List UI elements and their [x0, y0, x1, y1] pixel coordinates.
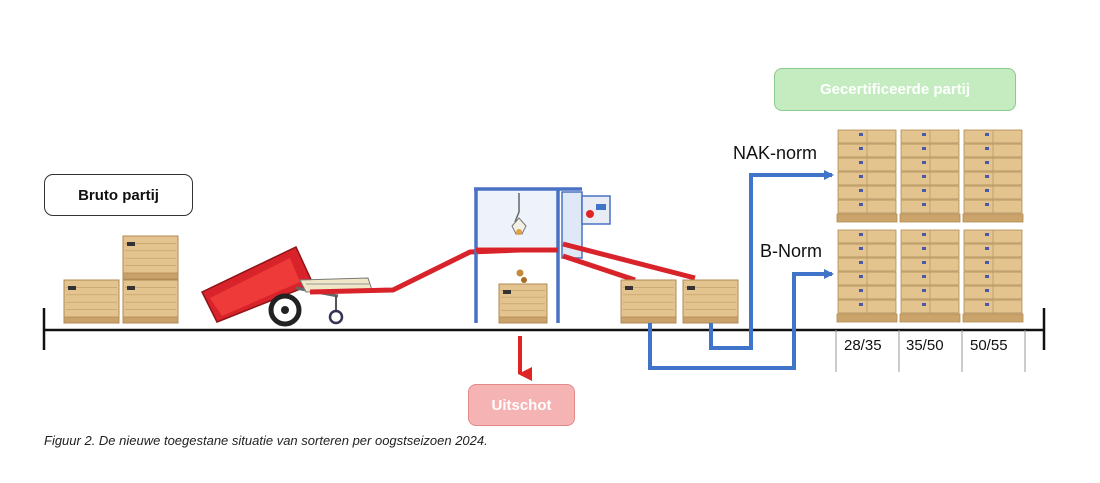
bnorm-pallet	[962, 229, 1024, 323]
trailer-icon	[200, 245, 344, 327]
b-norm-label: B-Norm	[760, 241, 822, 261]
reject-crate	[498, 283, 548, 324]
sorting-machine	[474, 187, 611, 323]
output-crates	[498, 279, 739, 324]
bnorm-pallet	[899, 229, 961, 323]
nak-norm-label: NAK-norm	[733, 143, 818, 163]
size-label-2: 35/50	[906, 337, 944, 354]
size-label-1: 28/35	[844, 337, 882, 354]
nak-pallet	[962, 129, 1024, 223]
certified-batch-label: Gecertificeerde partij	[774, 68, 1016, 111]
certified-pallets	[836, 129, 1024, 323]
bruto-crate	[122, 279, 179, 324]
reject-label: Uitschot	[468, 384, 575, 426]
size-label-3: 50/55	[970, 337, 1008, 354]
bruto-crate	[122, 235, 179, 280]
bnorm-crate	[620, 279, 677, 324]
bruto-crate	[63, 279, 120, 324]
nak-crate	[682, 279, 739, 324]
nak-pallet	[836, 129, 898, 223]
bruto-partij-label: Bruto partij	[44, 174, 193, 216]
bnorm-pallet	[836, 229, 898, 323]
figure-caption: Figuur 2. De nieuwe toegestane situatie …	[44, 433, 488, 448]
size-brackets	[835, 330, 1026, 372]
nak-route-arrow	[709, 170, 834, 350]
nak-pallet	[899, 129, 961, 223]
intake-conveyor	[299, 247, 521, 295]
output-conveyors	[562, 241, 696, 283]
bruto-crate-stack	[63, 235, 179, 324]
bnorm-route-arrow	[648, 269, 834, 370]
